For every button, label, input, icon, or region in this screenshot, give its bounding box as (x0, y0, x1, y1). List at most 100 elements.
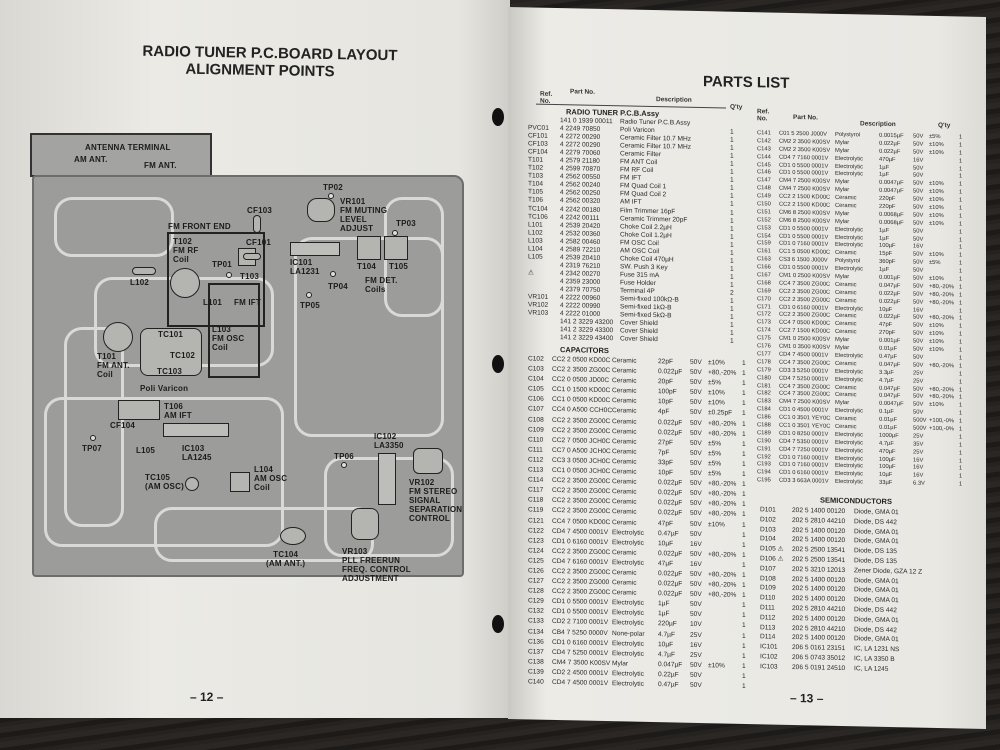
cell: ±10% (708, 661, 725, 670)
cell: Cover Shield (620, 335, 658, 344)
cell: 50V (690, 378, 702, 387)
cell: 50V (690, 681, 702, 690)
cell: 1 (742, 652, 746, 660)
cell: 1 (742, 511, 746, 519)
cell: C138 (528, 658, 544, 666)
cell: 0.022µF (658, 549, 683, 558)
cell: ±5% (708, 439, 722, 448)
cell: 50V (690, 389, 702, 397)
binder-hole (492, 615, 504, 633)
cell: +80,-20% (708, 419, 737, 428)
cell: 1 (742, 602, 746, 610)
cell: 1 (742, 662, 746, 670)
cell: 1 (959, 394, 963, 401)
cell: 0.022µF (658, 570, 683, 578)
tc104-trimmer (280, 527, 306, 545)
cell: 16V (690, 641, 702, 649)
cell: 16V (690, 560, 702, 568)
cell: 206 5 0191 24510 (792, 663, 846, 672)
cell: CD3 3 663A 0001V (779, 477, 829, 485)
cell: 1 (959, 292, 963, 299)
cell: ±0.25pF (708, 409, 733, 418)
cell: 50V (690, 611, 702, 619)
cell: 1 (742, 481, 746, 489)
label-am-ant: AM ANT. (74, 155, 108, 164)
cell: 1 (959, 379, 963, 386)
cell: 1 (959, 339, 963, 346)
cell: 0.022µF (658, 489, 683, 497)
cell: IC101 (760, 643, 778, 651)
cell (708, 611, 742, 622)
cell: C117 (528, 486, 544, 494)
label-t101: T101 FM ANT. Coil (97, 352, 130, 379)
cell: 1 (742, 430, 746, 438)
cell (708, 681, 742, 692)
cell: 0.022µF (658, 580, 683, 588)
cell: 1 (959, 402, 963, 409)
cell: 1 (959, 481, 963, 488)
cell: 1 (959, 473, 963, 480)
cell: 1 (959, 300, 963, 307)
l104-coil (230, 472, 250, 492)
cell: C104 (528, 375, 544, 383)
cell: D113 (760, 623, 776, 632)
binder-hole (492, 108, 504, 126)
header-part: Part No. (570, 88, 595, 96)
header-description-2: Description (860, 120, 896, 129)
cell (708, 671, 742, 682)
cell: 1 (959, 323, 963, 330)
cell: 1 (959, 418, 963, 425)
cell: D111 (760, 604, 775, 612)
cell: 1 (742, 612, 746, 620)
cell: C136 (528, 638, 544, 646)
t104-coil (357, 236, 381, 260)
cell (708, 631, 742, 642)
cell: 50V (690, 530, 702, 538)
cell: 1 (742, 561, 746, 569)
cell: C108 (528, 415, 544, 424)
cell: D105 ⚠ (760, 545, 784, 553)
cell: 1 (959, 229, 963, 236)
ic103-chip (163, 423, 229, 437)
label-ic103: IC103 LA1245 (182, 444, 212, 462)
cell: 50V (690, 490, 702, 498)
cell: 1 (742, 460, 746, 468)
cell: 1 (959, 450, 963, 457)
cell (708, 530, 742, 541)
cell: C111 (528, 446, 543, 454)
cell: 47µF (658, 560, 674, 568)
cell: 1 (959, 181, 963, 188)
cell: C129 (528, 597, 544, 605)
cell: Electrolytic (835, 479, 864, 486)
cell: C122 (528, 527, 544, 535)
right-page: PARTS LIST Ref. No. Part No. Description… (508, 6, 986, 730)
cell: C103 (528, 365, 544, 373)
cell: IC102 (760, 653, 778, 661)
label-tp07: TP07 (82, 444, 102, 453)
label-tc103: TC103 (157, 367, 183, 376)
tp06-point (341, 462, 347, 468)
label-tp01: TP01 (212, 260, 232, 269)
cell: 50V (690, 500, 702, 508)
cell: +80,-20% (708, 550, 737, 559)
vr102-trimmer (413, 448, 443, 474)
label-antenna-terminal: ANTENNA TERMINAL (85, 143, 171, 152)
tp07-point (90, 435, 96, 441)
label-l104: L104 AM OSC Coil (254, 465, 288, 492)
cell: 1 (742, 592, 746, 600)
cell: C134 (528, 627, 544, 636)
label-fm-ant: FM ANT. (144, 161, 177, 170)
cell: 1 (959, 371, 963, 378)
ic102-chip (378, 453, 396, 505)
cell (708, 641, 742, 652)
binder-hole (492, 355, 504, 373)
cell: 1 (742, 642, 746, 650)
tp01-point (226, 272, 232, 278)
cell: 50V (690, 671, 702, 679)
cell: C132 (528, 607, 544, 616)
cell: 1 (959, 237, 963, 244)
cell: 1 (959, 173, 963, 180)
page-number-right: – 13 – (790, 690, 824, 706)
cell: 1 (959, 244, 963, 251)
label-vr101: VR101 FM MUTING LEVEL ADJUST (340, 197, 388, 233)
